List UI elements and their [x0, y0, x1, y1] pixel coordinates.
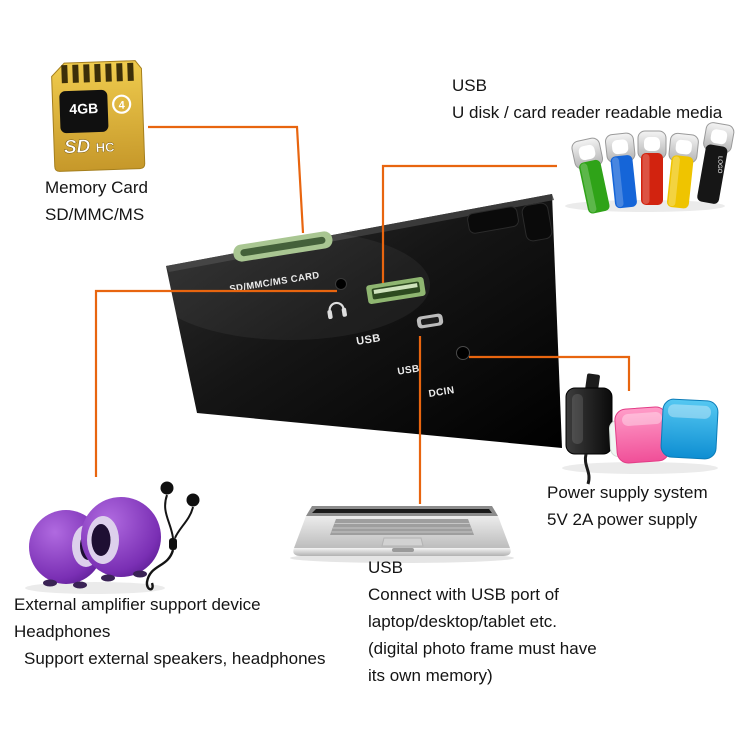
- power-line2: 5V 2A power supply: [547, 510, 698, 529]
- computer-line2: laptop/desktop/tablet etc.: [368, 612, 558, 631]
- callout-power: [469, 355, 631, 391]
- power-supply-group: [562, 373, 719, 485]
- mini-usb-label: USB: [397, 363, 421, 377]
- mini-usb-port: [416, 313, 444, 329]
- speaker-right: [81, 497, 161, 582]
- sd-card-contacts: [61, 62, 134, 84]
- charger-cube-blue: [660, 398, 719, 460]
- power-line1: Power supply system: [547, 483, 708, 502]
- usb-drive-blue: [605, 132, 637, 209]
- card-capacity-badge: [59, 89, 109, 134]
- audio-caption: External amplifier support device Headph…: [14, 591, 325, 672]
- audio-line2: Headphones: [14, 622, 111, 641]
- audio-line1: External amplifier support device: [14, 595, 261, 614]
- memory-card-title: Memory Card: [45, 178, 148, 197]
- dc-in-label: DCIN: [428, 385, 455, 400]
- laptop: [290, 506, 514, 563]
- drive-logo-text: LOGO: [716, 156, 723, 174]
- usb-media-subtitle: U disk / card reader readable media: [452, 103, 723, 122]
- frame-stand-hinge: [521, 202, 553, 242]
- memory-card-caption: Memory Card SD/MMC/MS: [45, 174, 148, 228]
- earphones: [145, 481, 200, 591]
- usb-drive-black: LOGO: [697, 122, 735, 204]
- usb-drive-yellow: [666, 132, 699, 209]
- callout-audio: [94, 289, 337, 477]
- memory-card-subtitle: SD/MMC/MS: [45, 205, 145, 224]
- computer-title: USB: [368, 558, 403, 577]
- usb-media-title: USB: [452, 76, 487, 95]
- sdhc-logo-top: SD: [64, 136, 91, 158]
- usb-drive-red: [637, 130, 667, 205]
- sd-card-graphic: 4GB 4 SD HC: [51, 60, 146, 172]
- speed-class-number: 4: [118, 100, 125, 112]
- usb-drive-green: [571, 137, 610, 214]
- power-caption: Power supply system 5V 2A power supply: [547, 479, 708, 533]
- dc-in-jack: [456, 346, 470, 360]
- speed-class-icon: [112, 94, 132, 114]
- sd-card-slot: [233, 231, 333, 262]
- computer-line3: (digital photo frame must have: [368, 639, 597, 658]
- adapter-cable: [583, 453, 591, 485]
- photo-frame-back: [150, 194, 562, 448]
- computer-line1: Connect with USB port of: [368, 585, 559, 604]
- card-capacity-text: 4GB: [69, 100, 98, 117]
- headphone-jack: [335, 278, 347, 290]
- callout-usb-media: [381, 164, 557, 283]
- laptop-keyboard: [330, 519, 474, 535]
- usb-media-caption: USB U disk / card reader readable media: [452, 72, 722, 126]
- power-adapter: [565, 373, 613, 485]
- sdhc-logo-bottom: HC: [95, 139, 115, 155]
- callout-lines: [94, 125, 631, 504]
- audio-line3: Support external speakers, headphones: [24, 649, 326, 668]
- usb-port: [366, 277, 426, 304]
- callout-memory-card: [148, 125, 305, 234]
- usb-flash-drives: LOGO: [565, 122, 735, 214]
- computer-caption: USB Connect with USB port of laptop/desk…: [368, 554, 597, 689]
- charger-cube-pink: [614, 406, 670, 464]
- laptop-trackpad: [381, 537, 424, 547]
- usb-port-label: USB: [356, 332, 382, 348]
- frame-stand-detail: [467, 206, 519, 234]
- speakers-group: [25, 481, 200, 594]
- computer-line4: its own memory): [368, 666, 493, 685]
- headphone-icon: [327, 301, 347, 320]
